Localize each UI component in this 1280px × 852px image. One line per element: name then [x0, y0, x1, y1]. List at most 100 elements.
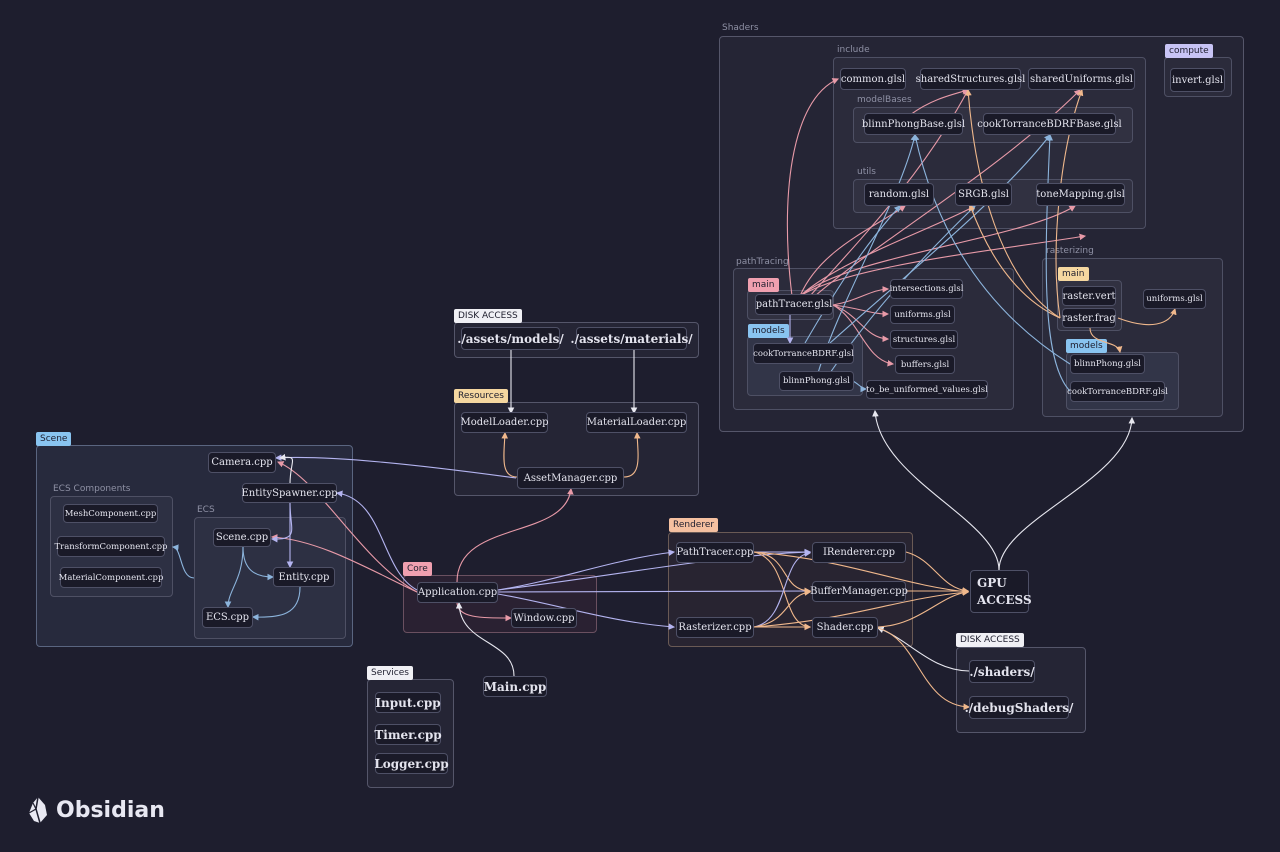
disk-access-shaders-tag: DISK ACCESS: [956, 633, 1024, 647]
edge-rasterfrag-srgb: [968, 203, 1061, 319]
core-tag: Core: [403, 562, 432, 576]
node-srgb-glsl[interactable]: SRGB.glsl: [955, 183, 1012, 206]
shaders-group: [719, 36, 1244, 432]
shaders-group-label: Shaders: [722, 23, 759, 33]
node-modelloader-cpp[interactable]: ModelLoader.cpp: [461, 412, 549, 433]
node-shareduniforms-glsl[interactable]: sharedUniforms.glsl: [1028, 68, 1135, 90]
node-timer-cpp[interactable]: Timer.cpp: [374, 724, 442, 745]
edge-pathtracer-buffermanager: [753, 551, 812, 595]
edge-pt-tonemapping: [799, 205, 1076, 297]
node-sharedstructures-glsl[interactable]: sharedStructures.glsl: [916, 68, 1025, 90]
node-assets-models-dir[interactable]: ./assets/models/: [457, 327, 564, 350]
obsidian-logo-icon: [28, 796, 47, 824]
edge-rasterfrag-uniforms: [1117, 307, 1177, 326]
edge-application-camera: [276, 461, 418, 593]
node-transformcomponent-cpp[interactable]: TransformComponent.cpp: [55, 536, 168, 557]
edge-ptmodels-random: [804, 205, 901, 344]
edge-rasterfrag-models: [1089, 327, 1123, 354]
edge-application-scene: [270, 534, 418, 593]
edge-assetmanager-materialloader: [623, 431, 641, 478]
node-shaders-dir[interactable]: ./shaders/: [969, 660, 1035, 683]
node-to-be-uniformed-glsl[interactable]: to_be_uniformed_values.glsl: [866, 380, 988, 399]
modelbases-group: [853, 107, 1133, 143]
node-pt-blinnphong-glsl[interactable]: blinnPhong.glsl: [779, 371, 854, 391]
edge-rcook-cookbase: [1045, 133, 1071, 392]
obsidian-brand-text: Obsidian: [56, 797, 165, 823]
node-structures-glsl[interactable]: structures.glsl: [890, 330, 958, 349]
node-invert-glsl[interactable]: invert.glsl: [1170, 68, 1225, 92]
node-application-cpp[interactable]: Application.cpp: [417, 582, 498, 603]
node-window-cpp[interactable]: Window.cpp: [511, 608, 577, 628]
services-tag: Services: [367, 666, 413, 680]
node-gpu-access[interactable]: GPU ACCESS: [970, 570, 1032, 613]
node-camera-cpp[interactable]: Camera.cpp: [208, 452, 276, 473]
edge-gpu-pathtracing: [872, 409, 1000, 571]
node-materialcomponent-cpp[interactable]: MaterialComponent.cpp: [59, 567, 163, 588]
node-r-blinnphong-glsl[interactable]: blinnPhong.glsl: [1070, 354, 1145, 374]
renderer-tag: Renderer: [669, 518, 719, 532]
node-rasterizer-cpp[interactable]: Rasterizer.cpp: [676, 617, 754, 638]
node-entityspawner-cpp[interactable]: EntitySpawner.cpp: [241, 483, 338, 503]
resources-tag: Resources: [454, 389, 508, 403]
edge-ptblinn-tobeuniformed: [852, 380, 868, 393]
node-r-cooktorrance-glsl[interactable]: cookTorranceBDRF.glsl: [1067, 381, 1168, 402]
node-uniforms-pt-glsl[interactable]: uniforms.glsl: [890, 305, 955, 324]
node-raster-vert[interactable]: raster.vert: [1062, 286, 1116, 306]
node-ecs-cpp[interactable]: ECS.cpp: [202, 607, 253, 628]
edge-application-pathtracer: [497, 549, 676, 591]
node-random-glsl[interactable]: random.glsl: [864, 183, 934, 206]
edge-scene-ecs: [224, 546, 244, 609]
node-scene-cpp[interactable]: Scene.cpp: [213, 528, 271, 547]
node-blinnphongbase-glsl[interactable]: blinnPhongBase.glsl: [862, 113, 965, 135]
edge-rasterizer-buffermanager: [753, 589, 812, 628]
utils-group: [853, 179, 1133, 213]
edge-application-assetmanager: [456, 487, 574, 583]
node-input-cpp[interactable]: Input.cpp: [375, 692, 441, 713]
node-cooktorrancebase-glsl[interactable]: cookTorranceBDRFBase.glsl: [977, 113, 1122, 135]
node-irenderer-cpp[interactable]: IRenderer.cpp: [812, 542, 906, 563]
edge-pt-intersections: [832, 286, 890, 306]
node-pathtracer-glsl[interactable]: pathTracer.glsl: [755, 294, 833, 315]
edge-application-irenderer: [497, 548, 812, 591]
edge-rasterfrag-sharedstructures: [965, 88, 1061, 319]
node-intersections-glsl[interactable]: intersections.glsl: [890, 279, 963, 299]
edge-ptmodels-cookbase: [829, 134, 1051, 344]
resources-group: [454, 402, 699, 496]
node-raster-frag[interactable]: raster.frag: [1062, 308, 1116, 328]
edge-gpu-rasterizing: [998, 416, 1136, 571]
disk-access-shaders-group: [956, 647, 1086, 733]
node-assetmanager-cpp[interactable]: AssetManager.cpp: [517, 467, 624, 489]
node-meshcomponent-cpp[interactable]: MeshComponent.cpp: [63, 504, 158, 523]
rasterizing-group-label: rasterizing: [1046, 246, 1094, 256]
node-assets-materials-dir[interactable]: ./assets/materials/: [570, 327, 693, 350]
edge-rasterizer-gpu: [753, 589, 970, 628]
node-shader-cpp[interactable]: Shader.cpp: [812, 617, 878, 638]
edge-assetmanager-camera: [274, 454, 517, 479]
node-buffermanager-cpp[interactable]: BufferManager.cpp: [810, 581, 908, 602]
node-uniforms-r-glsl[interactable]: uniforms.glsl: [1143, 289, 1206, 309]
ecs-components-group-label: ECS Components: [53, 484, 131, 494]
node-logger-cpp[interactable]: Logger.cpp: [374, 753, 449, 774]
obsidian-brand: Obsidian: [28, 796, 165, 824]
pt-models-tag: models: [748, 324, 789, 338]
edge-application-rasterizer: [497, 593, 676, 630]
edge-pt-srgb: [799, 205, 976, 297]
node-debugshaders-dir[interactable]: ./debugShaders/: [965, 696, 1073, 719]
node-materialloader-cpp[interactable]: MaterialLoader.cpp: [586, 412, 687, 433]
include-group-label: include: [837, 45, 870, 55]
node-buffers-glsl[interactable]: buffers.glsl: [895, 355, 955, 374]
node-main-cpp[interactable]: Main.cpp: [483, 676, 547, 697]
edge-pathtracer-gpu: [753, 551, 970, 595]
node-common-glsl[interactable]: common.glsl: [840, 68, 906, 90]
edge-pt-rasterizing: [799, 233, 1087, 297]
node-pathtracer-cpp[interactable]: PathTracer.cpp: [676, 542, 754, 563]
edge-entityspawner-scene: [270, 502, 293, 543]
node-tonemapping-glsl[interactable]: toneMapping.glsl: [1036, 183, 1125, 206]
ecs-group: [194, 517, 346, 639]
rasterizing-group: [1042, 258, 1223, 417]
edge-rblinn-blinnbase: [912, 133, 1071, 365]
node-entity-cpp[interactable]: Entity.cpp: [273, 567, 335, 587]
modelbases-group-label: modelBases: [857, 95, 912, 105]
r-models-tag: models: [1066, 339, 1107, 353]
node-pt-cooktorrance-glsl[interactable]: cookTorranceBDRF.glsl: [753, 343, 854, 364]
